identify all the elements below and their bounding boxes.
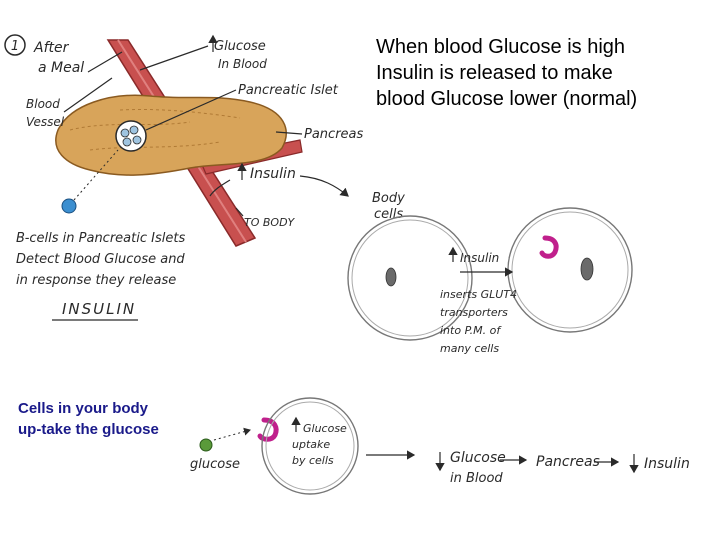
main-caption-line: Insulin is released to make xyxy=(376,62,613,84)
svg-text:1: 1 xyxy=(11,39,19,54)
pancreas-label: Pancreas xyxy=(275,127,364,142)
to-body-label: TO BODY xyxy=(235,207,296,229)
uptake-caption: Cells in your body up-take the glucose xyxy=(18,398,208,440)
svg-text:Vessel: Vessel xyxy=(26,115,65,129)
svg-text:Detect Blood Glucose and: Detect Blood Glucose and xyxy=(16,252,185,267)
uptake-caption-line: up-take the glucose xyxy=(18,421,159,438)
pancreatic-islet-label: Pancreatic Islet xyxy=(145,83,339,131)
svg-text:cells: cells xyxy=(374,207,403,222)
main-caption-line: When blood Glucose is high xyxy=(376,36,626,58)
beta-cells-note: B-cells in Pancreatic Islets Detect Bloo… xyxy=(16,231,185,288)
body-cell-left xyxy=(347,215,473,341)
svg-text:Glucose: Glucose xyxy=(450,450,506,466)
after-meal-label: After a Meal xyxy=(33,40,123,76)
svg-text:Pancreatic Islet: Pancreatic Islet xyxy=(238,83,339,98)
svg-text:a Meal: a Meal xyxy=(38,60,84,76)
body-cell-right xyxy=(507,207,633,333)
svg-text:uptake: uptake xyxy=(292,438,330,451)
svg-text:Pancreas: Pancreas xyxy=(304,127,364,142)
glucose-molecule: glucose xyxy=(190,427,251,472)
glucose-in-blood-label: Glucose In Blood xyxy=(139,34,267,71)
beta-cell xyxy=(61,149,119,214)
svg-text:Body: Body xyxy=(372,191,405,206)
svg-text:Insulin: Insulin xyxy=(644,456,690,472)
feedback-flow: Glucose in Blood Pancreas Insulin xyxy=(366,450,690,486)
glut4-transporter xyxy=(539,235,559,259)
uptake-transporter xyxy=(257,417,279,442)
svg-text:in response they release: in response they release xyxy=(16,273,176,288)
svg-text:In Blood: In Blood xyxy=(218,57,267,71)
svg-text:TO BODY: TO BODY xyxy=(244,216,296,229)
cell-insulin-label: Insulin xyxy=(448,246,514,277)
glut4-note: inserts GLUT4 transporters into P.M. of … xyxy=(440,288,517,355)
svg-text:transporters: transporters xyxy=(440,306,508,319)
uptake-caption-line: Cells in your body xyxy=(18,400,149,417)
svg-text:glucose: glucose xyxy=(190,457,240,472)
svg-text:by cells: by cells xyxy=(292,454,334,467)
svg-text:Insulin: Insulin xyxy=(250,166,296,182)
blood-vessel-label: Blood Vessel xyxy=(26,77,113,129)
step-number: 1 xyxy=(4,34,26,56)
main-caption: When blood Glucose is high Insulin is re… xyxy=(376,34,712,112)
svg-text:B-cells in Pancreatic Islets: B-cells in Pancreatic Islets xyxy=(16,231,185,246)
svg-text:Pancreas: Pancreas xyxy=(536,454,600,470)
insulin-heading: INSULIN xyxy=(52,300,138,321)
svg-text:inserts GLUT4: inserts GLUT4 xyxy=(440,288,517,301)
insulin-label: Insulin xyxy=(209,162,349,197)
svg-text:Glucose: Glucose xyxy=(303,422,347,435)
svg-text:Insulin: Insulin xyxy=(460,251,499,265)
svg-text:After: After xyxy=(33,40,70,56)
svg-text:into P.M. of: into P.M. of xyxy=(440,324,502,337)
pancreas xyxy=(55,94,287,176)
svg-text:Glucose: Glucose xyxy=(214,39,266,54)
main-caption-line: blood Glucose lower (normal) xyxy=(376,88,638,110)
pancreatic-islet xyxy=(115,120,147,152)
body-cells-label: Body cells xyxy=(372,191,405,222)
svg-text:many cells: many cells xyxy=(440,342,499,355)
uptake-cell: Glucose uptake by cells xyxy=(261,397,359,495)
svg-text:in Blood: in Blood xyxy=(450,471,503,486)
svg-text:Blood: Blood xyxy=(26,97,60,111)
svg-text:INSULIN: INSULIN xyxy=(62,300,136,318)
